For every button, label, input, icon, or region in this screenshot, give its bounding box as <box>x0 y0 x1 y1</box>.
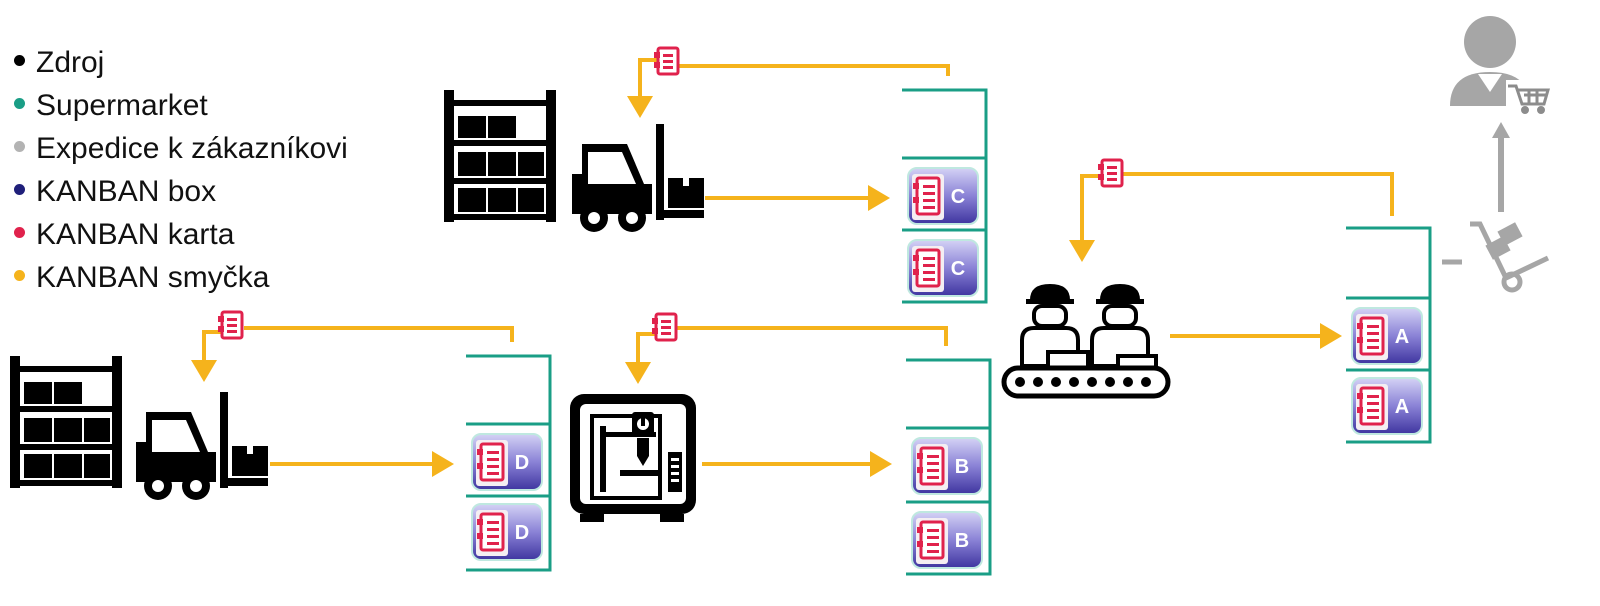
supermarket-c <box>902 88 988 304</box>
kanban-box-c-top: C <box>906 166 980 226</box>
legend-label-dispatch: Expedice k zákazníkovi <box>36 132 348 165</box>
kanban-card-icon <box>652 46 680 76</box>
legend-item-supermarket: Supermarket <box>10 87 390 130</box>
legend-label-kanban-box: KANBAN box <box>36 175 217 208</box>
kanban-box-c-bottom: C <box>906 238 980 298</box>
kanban-box-d-bottom: D <box>470 502 544 562</box>
legend-dot-supermarket <box>14 98 25 109</box>
dispatch-area <box>1442 122 1510 265</box>
supermarket-d <box>466 354 552 572</box>
box-letter-a-top: A <box>1395 326 1409 348</box>
box-letter-b-top: B <box>955 456 969 478</box>
kanban-card-icon <box>650 312 678 342</box>
legend-dot-kanban-loop <box>14 270 25 281</box>
legend-item-source: Zdroj <box>10 44 390 87</box>
cnc-machine-icon <box>570 394 696 522</box>
box-letter-c-top: C <box>951 186 965 208</box>
forklift-icon <box>572 124 704 232</box>
loop-c <box>444 46 950 232</box>
legend: Zdroj Supermarket Expedice k zákazníkovi… <box>10 44 390 302</box>
kanban-box-b-top: B <box>910 436 984 496</box>
kanban-box-b-bottom: B <box>910 510 984 570</box>
supermarket-a <box>1346 226 1432 444</box>
shopping-cart-icon <box>1506 80 1550 114</box>
legend-dot-kanban-box <box>14 184 25 195</box>
kanban-box-d-top: D <box>470 432 544 492</box>
legend-label-kanban-loop: KANBAN smyčka <box>36 261 270 294</box>
kanban-card-icon <box>216 310 244 340</box>
box-letter-d-top: D <box>515 452 529 474</box>
box-letter-d-bottom: D <box>515 522 529 544</box>
legend-label-source: Zdroj <box>36 46 105 79</box>
box-letter-a-bottom: A <box>1395 396 1409 418</box>
loop-a <box>1069 158 1394 349</box>
warehouse-shelf-icon <box>444 90 556 222</box>
loop-d <box>10 310 514 500</box>
box-letter-b-bottom: B <box>955 530 969 552</box>
kanban-box-a-bottom: A <box>1350 376 1424 436</box>
supermarket-b <box>906 358 992 576</box>
legend-dot-dispatch <box>14 141 25 152</box>
legend-item-kanban-box: KANBAN box <box>10 173 390 216</box>
loop-b <box>625 312 948 477</box>
legend-dot-source <box>14 55 25 66</box>
hand-truck-icon <box>1470 221 1550 293</box>
legend-item-dispatch: Expedice k zákazníkovi <box>10 130 390 173</box>
legend-dot-kanban-card <box>14 227 25 238</box>
forklift-icon <box>136 392 268 500</box>
legend-label-supermarket: Supermarket <box>36 89 208 122</box>
kanban-card-icon <box>1096 158 1124 188</box>
box-letter-c-bottom: C <box>951 258 965 280</box>
assembly-workers-icon <box>1001 284 1171 399</box>
kanban-box-a-top: A <box>1350 306 1424 366</box>
legend-item-kanban-loop: KANBAN smyčka <box>10 259 390 302</box>
legend-item-kanban-card: KANBAN karta <box>10 216 390 259</box>
warehouse-shelf-icon <box>10 356 122 488</box>
legend-label-kanban-card: KANBAN karta <box>36 218 235 251</box>
